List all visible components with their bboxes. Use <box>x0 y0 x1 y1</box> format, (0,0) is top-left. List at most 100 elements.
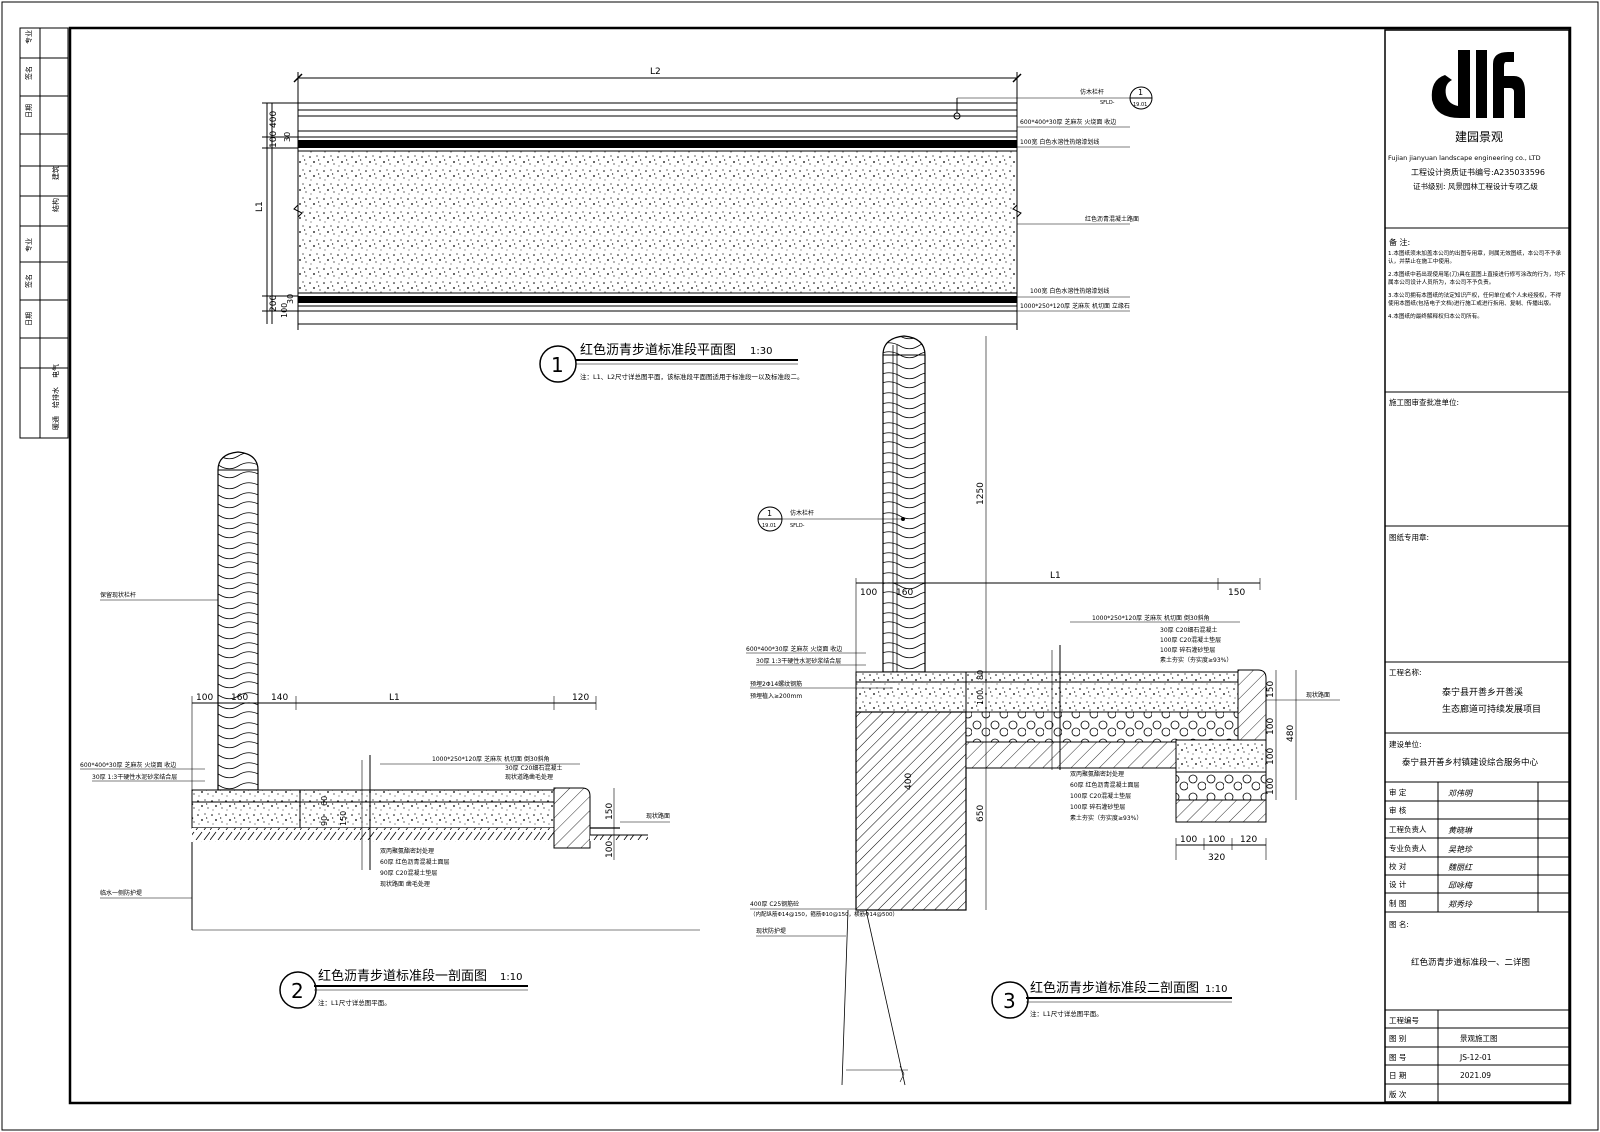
drawing-1-title: 红色沥青步道标准段平面图 <box>580 342 736 358</box>
drawing-1-note: 注：L1、L2尺寸详总图平面，该标准段平面图适用于标准段一以及标准段二。 <box>580 372 804 381</box>
signoff-name-draft: 郑秀玲 <box>1448 900 1473 909</box>
section1-label-road-rough: 现状路面 凿毛处理 <box>380 880 430 888</box>
bottom-value-category: 景观施工图 <box>1460 1033 1498 1043</box>
drawing-name-label: 图 名: <box>1389 919 1409 929</box>
drawing-1-plan: L2 L1 400 100 30 200 100 30 <box>255 67 1153 383</box>
plan-label-railing: 仿木栏杆 <box>1080 88 1104 96</box>
section1-dim-60: 60 <box>320 796 329 806</box>
section2-label-rc: 400厚 C25钢筋砼 <box>750 900 799 908</box>
section2-wood-post <box>882 335 926 673</box>
bottom-label-date: 日 期 <box>1389 1071 1406 1080</box>
project-label: 工程名称: <box>1389 667 1422 677</box>
plan-label-asphalt: 红色沥青混凝土路面 <box>1085 215 1139 223</box>
drawing-1-number: 1 <box>551 353 564 377</box>
drawing-name: 红色沥青步道标准段一、二详图 <box>1411 957 1530 968</box>
section2-label-gravel: 100厚 碎石灌砂垫层 <box>1160 646 1215 654</box>
section1-label-asphalt: 60厚 红色沥青混凝土面层 <box>380 858 450 866</box>
strip-cell-8: 结构 <box>51 198 60 212</box>
section2-dim-100-m: 100 <box>976 690 985 705</box>
section2-dim-r150: 150 <box>1266 681 1276 698</box>
company-logo <box>1431 50 1525 118</box>
section1-dim-160: 160 <box>231 693 248 703</box>
plan-label-edging: 600*400*30厚 芝麻灰 火烧面 收边 <box>1020 118 1116 126</box>
plan-dim-400: 400 <box>269 111 279 128</box>
title-block: 建园景观 Fujian jianyuan landscape engineeri… <box>1384 29 1570 1103</box>
section2-label-soil: 素土夯实（夯实度≥93%） <box>1160 656 1232 664</box>
drawing-1-scale: 1:30 <box>750 346 772 357</box>
section1-road-label: 现状路面 <box>646 812 670 820</box>
section1-label-mortar: 30厚 1:3干硬性水泥砂浆结合层 <box>92 773 177 781</box>
review-unit-label: 施工图审查批准单位: <box>1389 397 1459 407</box>
section2-dim-b120: 120 <box>1240 835 1257 845</box>
cert-level: 证书级别: 风景园林工程设计专项乙级 <box>1413 181 1538 191</box>
drawing-2-scale: 1:10 <box>500 972 522 983</box>
plan-label-line-top: 100宽 白色水溶性热熔漆划线 <box>1020 138 1099 146</box>
section2-label-mortar: 30厚 1:3干硬性水泥砂浆结合层 <box>756 657 841 665</box>
signoff-role-approve: 审 定 <box>1389 787 1407 797</box>
signoff-role-review: 审 核 <box>1389 805 1407 815</box>
strip-cell-6: 日期 <box>25 312 33 326</box>
drawing-3-scale: 1:10 <box>1205 984 1227 995</box>
bottom-label-project-no: 工程编号 <box>1389 1015 1419 1025</box>
section1-label-roughen: 现状道路凿毛处理 <box>505 773 553 781</box>
section1-dim-100-r: 100 <box>605 841 615 858</box>
bottom-label-version: 版 次 <box>1389 1089 1407 1099</box>
project-name-line-2: 生态廊道可持续发展项目 <box>1442 703 1541 715</box>
section1-label-fine-concrete: 30厚 C20细石混凝土 <box>505 764 562 772</box>
section2-label-soil-b: 素土夯实（夯实度≥93%） <box>1070 814 1142 822</box>
bottom-value-drawing-no: JS-12-01 <box>1459 1053 1492 1062</box>
plan-label-line-bot: 100宽 白色水溶性热熔漆划线 <box>1030 287 1109 295</box>
section2-label-fine-concrete: 30厚 C20细石混凝土 <box>1160 626 1217 634</box>
plan-dim-L2: L2 <box>650 67 661 77</box>
strip-cell-5: 签名 <box>24 274 33 288</box>
notes-title: 备 注: <box>1389 237 1410 247</box>
section1-dim-100: 100 <box>196 693 213 703</box>
strip-cell-4: 专业 <box>24 238 33 252</box>
note-1: 1.本图纸须未加盖本公司的出图专用章，则属无效图纸，本公司不予承认，并禁止在施工… <box>1388 251 1562 265</box>
section1-label-edging: 600*400*30厚 芝麻灰 火烧面 收边 <box>80 761 176 769</box>
section1-label-concrete: 90厚 C20混凝土垫层 <box>380 869 437 877</box>
section2-callout-label: 仿木栏杆 <box>790 509 814 517</box>
section2-dim-100: 100 <box>860 588 877 598</box>
section1-dim-90: 90 <box>320 816 329 826</box>
plan-dim-30-bot: 30 <box>286 294 295 304</box>
drawing-2-title: 红色沥青步道标准段一剖面图 <box>318 968 487 984</box>
signoff-name-design: 邱咏梅 <box>1448 881 1473 890</box>
plan-label-curb: 1000*250*120厚 芝麻灰 机切面 立缘石 <box>1020 302 1130 310</box>
section2-dim-150: 150 <box>1228 588 1245 598</box>
section2-dim-L1: L1 <box>1050 571 1061 581</box>
stamp-label: 图纸专用章: <box>1389 532 1429 542</box>
section2-dim-b320: 320 <box>1208 853 1225 863</box>
plan-dim-100-bot: 100 <box>280 303 289 318</box>
section2-dim-80: 80 <box>976 670 985 680</box>
plan-dim-30-top: 30 <box>283 132 292 142</box>
section1-dim-L1: L1 <box>389 693 400 703</box>
signoff-role-discipline: 专业负责人 <box>1389 843 1427 853</box>
signoff-name-project: 黄晓琳 <box>1448 826 1473 835</box>
section2-label-embed: 预埋植入≥200mm <box>750 692 802 700</box>
section2-label-gravel-b: 100厚 碎石灌砂垫层 <box>1070 803 1125 811</box>
drawing-2-note: 注：L1尺寸详总图平面。 <box>318 998 391 1007</box>
note-2: 2.本图纸中若出现使用笔(刀)具在蓝图上直接进行修写涂改的行为，均不属本公司设计… <box>1388 272 1566 286</box>
section2-dim-1250: 1250 <box>976 482 986 505</box>
section2-callout-sheet: 19.01 <box>762 523 776 529</box>
plan-dim-L1: L1 <box>255 201 265 212</box>
section2-dim-r100a: 100 <box>1266 718 1276 735</box>
section1-label-curb: 1000*250*120厚 芝麻灰 机切面 倒30斜角 <box>432 755 550 763</box>
client-name: 泰宁县开善乡村镇建设综合服务中心 <box>1402 757 1539 768</box>
bottom-label-drawing-no: 图 号 <box>1389 1053 1406 1062</box>
drawing-3-section-two: 现状路面 1 19.01 仿木栏杆 SFLD- 1250 650 400 100… <box>746 335 1340 1086</box>
section2-dim-160: 160 <box>896 588 913 598</box>
section2-dim-r480: 480 <box>1286 725 1296 742</box>
section2-label-seal: 双丙聚氨酯密封处理 <box>1070 770 1124 778</box>
strip-cell-10: 电气 <box>51 364 60 378</box>
section2-label-embankment: 现状防护堤 <box>756 927 786 935</box>
section2-label-rc-detail: （内配纵筋Φ14@150，箍筋Φ10@150，横筋Φ14@500） <box>750 910 898 918</box>
section2-label-concrete-b: 100厚 C20混凝土垫层 <box>1070 792 1131 800</box>
left-signature-strip: 专业 签名 日期 专业 签名 日期 建筑 结构 给排水 电气 暖通 <box>19 27 69 439</box>
drawing-3-number: 3 <box>1003 989 1016 1013</box>
section2-label-concrete: 100厚 C20混凝土垫层 <box>1160 636 1221 644</box>
section2-callout-num: 1 <box>767 509 772 518</box>
section2-label-rebar: 预埋2Φ14螺纹钢筋 <box>750 680 802 688</box>
